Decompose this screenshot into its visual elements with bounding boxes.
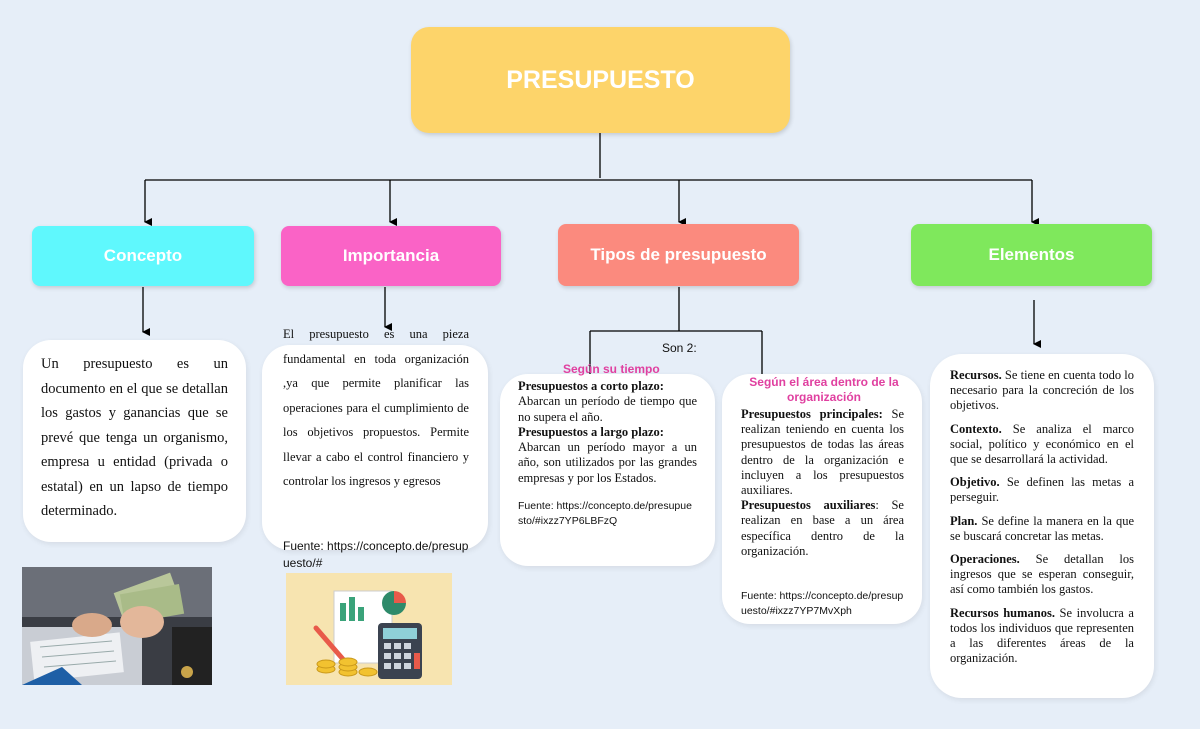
principales-text: Se realizan teniendo en cuenta los presu… (741, 407, 904, 498)
concepto-label: Concepto (103, 246, 183, 265)
tiempo-content: Presupuestos a corto plazo: Abarcan un p… (518, 379, 697, 529)
area-fuente: Fuente: https://concepto.de/presupuesto/… (741, 590, 904, 618)
tiempo-label: Según su tiempo (563, 362, 660, 376)
concepto-box: Concepto (32, 226, 254, 286)
elemento-item: Recursos. Se tiene en cuenta todo lo nec… (950, 368, 1134, 413)
corto-text: Abarcan un período de tiempo que no supe… (518, 394, 697, 424)
tiempo-card (500, 374, 715, 566)
area-content: Presupuestos principales: Se realizan te… (741, 407, 904, 619)
principales-title: Presupuestos principales: (741, 407, 883, 421)
concepto-text: Un presupuesto es un documento en el que… (41, 356, 228, 519)
largo-text: Abarcan un período mayor a un año, son u… (518, 440, 697, 485)
budget-calculator-illustration (286, 573, 452, 685)
largo-title: Presupuestos a largo plazo: (518, 424, 664, 439)
area-label: Según el área dentro de la organización (749, 375, 899, 404)
tipos-label: Tipos de presupuesto (590, 245, 767, 264)
elemento-item: Plan. Se define la manera en la que se b… (950, 513, 1135, 543)
importancia-card (262, 345, 488, 550)
money-counting-photo (22, 567, 212, 685)
title-box: PRESUPUESTO (411, 27, 790, 133)
corto-title: Presupuestos a corto plazo: (518, 379, 664, 393)
concepto-card: Un presupuesto es un documento en el que… (23, 340, 246, 542)
auxiliares-text: : Se realizan en base a un área específi… (741, 498, 904, 558)
elementos-box: Elementos (911, 224, 1152, 286)
elementos-card: Recursos. Se tiene en cuenta todo lo nec… (930, 354, 1154, 698)
importancia-label: Importancia (342, 246, 440, 265)
importancia-box: Importancia (281, 226, 501, 286)
elemento-item: Contexto. Se analiza el marco social, po… (950, 421, 1134, 467)
title-text: PRESUPUESTO (506, 65, 695, 94)
tiempo-fuente: Fuente: https://concepto.de/presupuesto/… (518, 500, 692, 528)
tipos-box: Tipos de presupuesto (558, 224, 799, 286)
importancia-text-block: El presupuesto es una pieza fundamental … (283, 322, 469, 494)
elemento-item: Operaciones. Se detallan los ingresos qu… (950, 552, 1135, 597)
son-label: Son 2: (662, 341, 697, 355)
elemento-item: Recursos humanos. Se involucra a todos l… (950, 605, 1134, 666)
area-card (722, 374, 922, 624)
auxiliares-title: Presupuestos auxiliares (741, 498, 876, 513)
importancia-text: El presupuesto es una pieza fundamental … (283, 327, 469, 488)
elemento-item: Objetivo. Se definen las metas a persegu… (950, 475, 1134, 505)
importancia-fuente: Fuente: https://concepto.de/presupuesto/… (283, 539, 469, 570)
elementos-label: Elementos (988, 245, 1075, 264)
